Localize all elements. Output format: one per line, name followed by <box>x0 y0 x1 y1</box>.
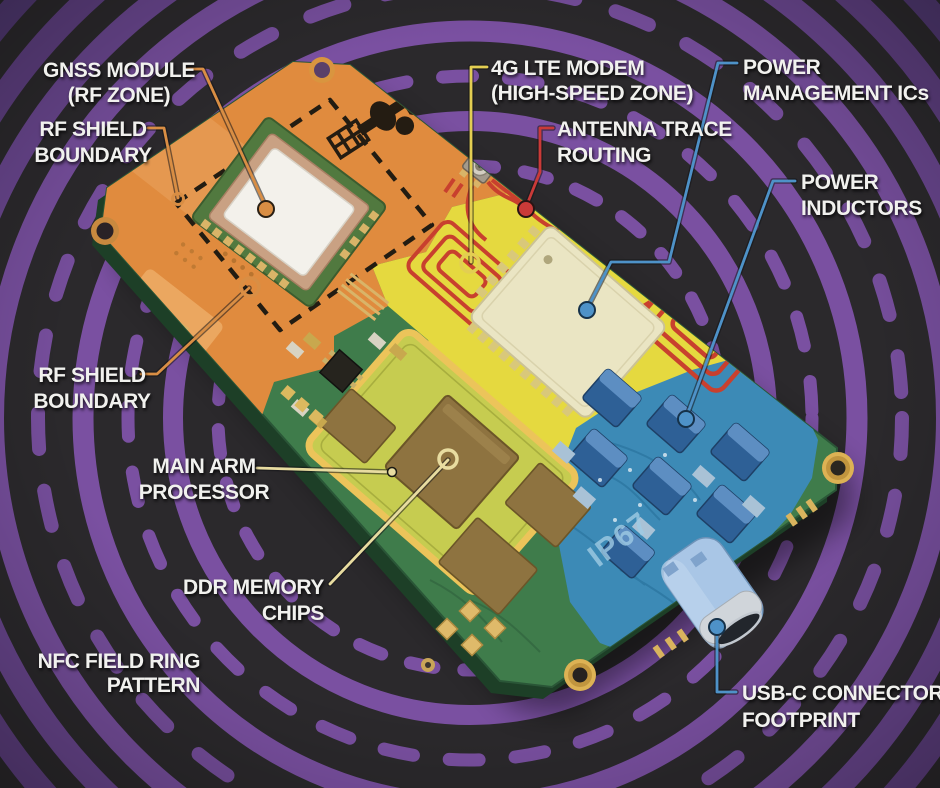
marker-power-inductors <box>677 410 695 428</box>
power-zone <box>556 352 818 658</box>
gold-pad-row <box>280 384 324 425</box>
marker-usbc <box>708 618 726 636</box>
test-pads <box>421 599 507 672</box>
svg-text:RF SHIELD: RF SHIELD <box>39 118 146 141</box>
svg-text:(RF ZONE): (RF ZONE) <box>68 84 171 107</box>
label-lte-modem: 4G LTE MODEM (HIGH-SPEED ZONE) <box>491 57 693 105</box>
svg-text:MAIN ARM: MAIN ARM <box>152 455 255 478</box>
svg-text:DDR MEMORY: DDR MEMORY <box>183 576 324 599</box>
lte-modem-chip <box>466 225 666 418</box>
leader-lte-modem <box>469 65 489 264</box>
svg-text:INDUCTORS: INDUCTORS <box>801 197 922 220</box>
label-antenna-trace: ANTENNA TRACE ROUTING <box>557 118 733 167</box>
marker-main-processor <box>386 466 398 478</box>
marker-ddr-memory <box>437 448 459 470</box>
vias <box>598 453 697 522</box>
leader-power-inductors <box>684 179 797 420</box>
power-inductors-cubes <box>568 368 770 579</box>
leader-markers <box>171 192 726 636</box>
ddr-memory-chip <box>320 388 591 615</box>
labels: GNSS MODULE (RF ZONE) RF SHIELD BOUNDARY… <box>33 56 940 732</box>
svg-text:PROCESSOR: PROCESSOR <box>139 481 270 504</box>
main-arm-processor-chip <box>384 394 520 530</box>
leader-usbc <box>715 626 738 694</box>
svg-text:BOUNDARY: BOUNDARY <box>33 390 151 413</box>
leader-power-mgmt <box>585 61 739 311</box>
marker-lte-modem <box>459 252 481 274</box>
marker-gnss-module <box>257 200 275 218</box>
marker-antenna-trace <box>517 200 535 218</box>
leader-ddr-memory <box>328 458 450 586</box>
leader-rf-shield-bottom <box>139 286 251 376</box>
marker-rf-shield-bottom <box>239 276 261 298</box>
svg-text:ROUTING: ROUTING <box>557 144 651 167</box>
svg-text:PATTERN: PATTERN <box>107 674 200 697</box>
label-power-inductors: POWER INDUCTORS <box>801 171 923 220</box>
svg-text:CHIPS: CHIPS <box>262 602 325 625</box>
svg-text:FOOTPRINT: FOOTPRINT <box>742 709 860 732</box>
label-gnss-module: GNSS MODULE (RF ZONE) <box>43 59 196 107</box>
label-ddr-memory: DDR MEMORY CHIPS <box>183 576 325 625</box>
mounting-hole <box>91 57 854 691</box>
svg-text:MANAGEMENT ICs: MANAGEMENT ICs <box>743 82 929 105</box>
svg-text:POWER: POWER <box>801 171 879 194</box>
label-rf-shield-top: RF SHIELD BOUNDARY <box>34 118 152 167</box>
label-rf-shield-bottom: RF SHIELD BOUNDARY <box>33 364 151 413</box>
label-main-processor: MAIN ARM PROCESSOR <box>139 455 270 504</box>
svg-text:ANTENNA TRACE: ANTENNA TRACE <box>557 118 732 141</box>
marker-rf-shield-top <box>171 192 185 206</box>
edge-castellations <box>652 498 818 659</box>
svg-text:NFC FIELD RING: NFC FIELD RING <box>38 650 200 673</box>
power-small-components <box>551 440 766 540</box>
svg-text:RF SHIELD: RF SHIELD <box>38 364 145 387</box>
leader-rf-shield-top <box>146 126 180 200</box>
label-nfc-ring: NFC FIELD RING PATTERN <box>38 650 201 697</box>
label-power-mgmt: POWER MANAGEMENT ICs <box>743 56 929 105</box>
qfp-chip <box>318 348 364 394</box>
leader-main-processor <box>255 466 393 474</box>
usb-c-connector <box>661 537 764 649</box>
leader-lines <box>138 60 798 695</box>
svg-text:USB-C CONNECTOR: USB-C CONNECTOR <box>742 682 940 705</box>
svg-text:(HIGH-SPEED ZONE): (HIGH-SPEED ZONE) <box>491 82 693 105</box>
leader-gnss-module <box>184 67 268 209</box>
label-usbc: USB-C CONNECTOR FOOTPRINT <box>742 682 940 732</box>
svg-text:4G LTE MODEM: 4G LTE MODEM <box>491 57 644 80</box>
marker-power-mgmt <box>578 301 596 319</box>
svg-text:GNSS MODULE: GNSS MODULE <box>43 59 195 82</box>
flex-ribbon <box>336 272 390 322</box>
svg-text:BOUNDARY: BOUNDARY <box>34 144 152 167</box>
leader-antenna-trace <box>524 126 555 209</box>
svg-text:POWER: POWER <box>743 56 821 79</box>
